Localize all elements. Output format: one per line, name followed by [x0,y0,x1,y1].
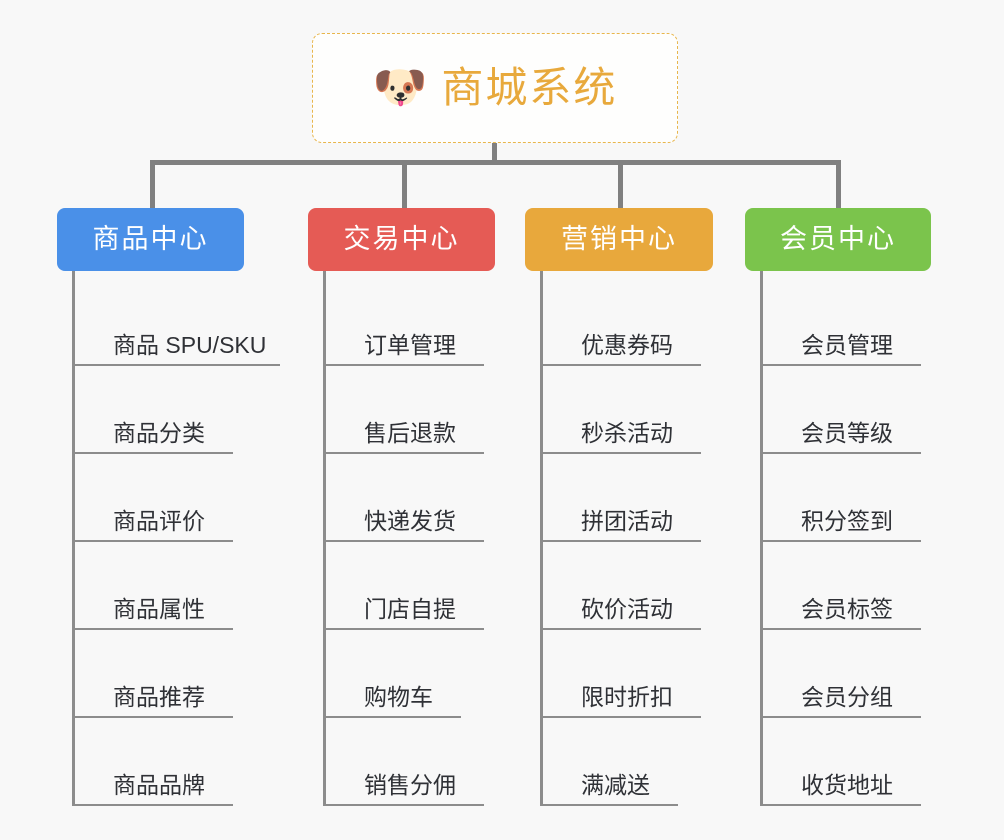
leaf-underline [543,540,701,542]
leaf-underline [326,364,484,366]
branch-header-marketing-center[interactable]: 营销中心 [525,208,713,271]
leaf-label: 拼团活动 [581,508,673,534]
list-item[interactable]: 收货地址 [763,718,931,806]
root-node-mall-system[interactable]: 🐶 商城系统 [312,33,678,143]
connector-drop-column-3 [836,160,841,208]
leaf-label: 购物车 [364,684,433,710]
list-item[interactable]: 积分签到 [763,454,931,542]
leaf-underline [543,452,701,454]
leaf-underline [543,804,678,806]
leaf-label: 优惠券码 [581,332,673,358]
list-item[interactable]: 限时折扣 [543,630,713,718]
leaf-label: 商品评价 [113,508,205,534]
branch-column-product-center: 商品中心 商品 SPU/SKU 商品分类 商品评价 商品属性 商品推荐 [57,208,280,806]
connector-drop-column-1 [402,160,407,208]
leaf-underline [763,540,921,542]
list-item[interactable]: 会员管理 [763,278,931,366]
leaf-label: 砍价活动 [581,596,673,622]
list-item[interactable]: 商品评价 [75,454,244,542]
list-item[interactable]: 门店自提 [326,542,495,630]
leaf-label: 收货地址 [801,772,893,798]
list-item[interactable]: 砍价活动 [543,542,713,630]
branch-header-trade-center[interactable]: 交易中心 [308,208,495,271]
leaf-underline [75,716,233,718]
leaf-list-member-center: 会员管理 会员等级 积分签到 会员标签 会员分组 收货地址 [760,271,931,806]
leaf-underline [763,716,921,718]
leaf-label: 商品 SPU/SKU [113,332,267,358]
leaf-label: 销售分佣 [364,772,456,798]
leaf-label: 订单管理 [364,332,456,358]
leaf-underline [543,364,701,366]
leaf-label: 会员管理 [801,332,893,358]
leaf-underline [543,628,701,630]
leaf-label: 快递发货 [364,508,456,534]
leaf-label: 商品推荐 [113,684,205,710]
root-node-title: 商城系统 [441,64,618,111]
leaf-label: 售后退款 [364,420,456,446]
list-item[interactable]: 商品 SPU/SKU [75,278,280,366]
leaf-list-product-center: 商品 SPU/SKU 商品分类 商品评价 商品属性 商品推荐 商品品牌 [72,271,280,806]
branch-column-member-center: 会员中心 会员管理 会员等级 积分签到 会员标签 会员分组 [745,208,931,806]
list-item[interactable]: 满减送 [543,718,713,806]
list-item[interactable]: 销售分佣 [326,718,495,806]
leaf-underline [75,452,233,454]
leaf-underline [763,628,921,630]
leaf-label: 限时折扣 [581,684,673,710]
list-item[interactable]: 商品推荐 [75,630,244,718]
connector-horizontal-bus [150,160,840,165]
connector-drop-column-2 [618,160,623,208]
list-item[interactable]: 优惠券码 [543,278,713,366]
leaf-underline [763,804,921,806]
list-item[interactable]: 购物车 [326,630,495,718]
leaf-underline [326,628,484,630]
leaf-underline [326,452,484,454]
list-item[interactable]: 商品分类 [75,366,244,454]
leaf-underline [75,540,233,542]
leaf-label: 积分签到 [801,508,893,534]
leaf-underline [75,364,280,366]
leaf-label: 秒杀活动 [581,420,673,446]
leaf-label: 满减送 [581,772,650,798]
leaf-underline [543,716,701,718]
leaf-underline [75,628,233,630]
leaf-label: 商品品牌 [113,772,205,798]
leaf-underline [763,452,921,454]
list-item[interactable]: 拼团活动 [543,454,713,542]
leaf-label: 商品分类 [113,420,205,446]
leaf-underline [326,716,461,718]
list-item[interactable]: 商品属性 [75,542,244,630]
leaf-label: 门店自提 [364,596,456,622]
leaf-label: 会员标签 [801,596,893,622]
leaf-underline [75,804,233,806]
leaf-list-marketing-center: 优惠券码 秒杀活动 拼团活动 砍价活动 限时折扣 满减送 [540,271,713,806]
leaf-label: 商品属性 [113,596,205,622]
leaf-label: 会员等级 [801,420,893,446]
leaf-label: 会员分组 [801,684,893,710]
list-item[interactable]: 会员等级 [763,366,931,454]
leaf-underline [763,364,921,366]
branch-header-product-center[interactable]: 商品中心 [57,208,244,271]
connector-root-stem [492,143,497,164]
branch-column-trade-center: 交易中心 订单管理 售后退款 快递发货 门店自提 购物车 [308,208,495,806]
leaf-underline [326,804,484,806]
list-item[interactable]: 订单管理 [326,278,495,366]
leaf-list-trade-center: 订单管理 售后退款 快递发货 门店自提 购物车 销售分佣 [323,271,495,806]
list-item[interactable]: 售后退款 [326,366,495,454]
list-item[interactable]: 秒杀活动 [543,366,713,454]
branch-column-marketing-center: 营销中心 优惠券码 秒杀活动 拼团活动 砍价活动 限时折扣 [525,208,713,806]
branch-header-member-center[interactable]: 会员中心 [745,208,931,271]
list-item[interactable]: 会员分组 [763,630,931,718]
connector-drop-column-0 [150,160,155,208]
list-item[interactable]: 商品品牌 [75,718,244,806]
shiba-dog-face-icon: 🐶 [372,63,428,112]
list-item[interactable]: 快递发货 [326,454,495,542]
leaf-underline [326,540,484,542]
list-item[interactable]: 会员标签 [763,542,931,630]
